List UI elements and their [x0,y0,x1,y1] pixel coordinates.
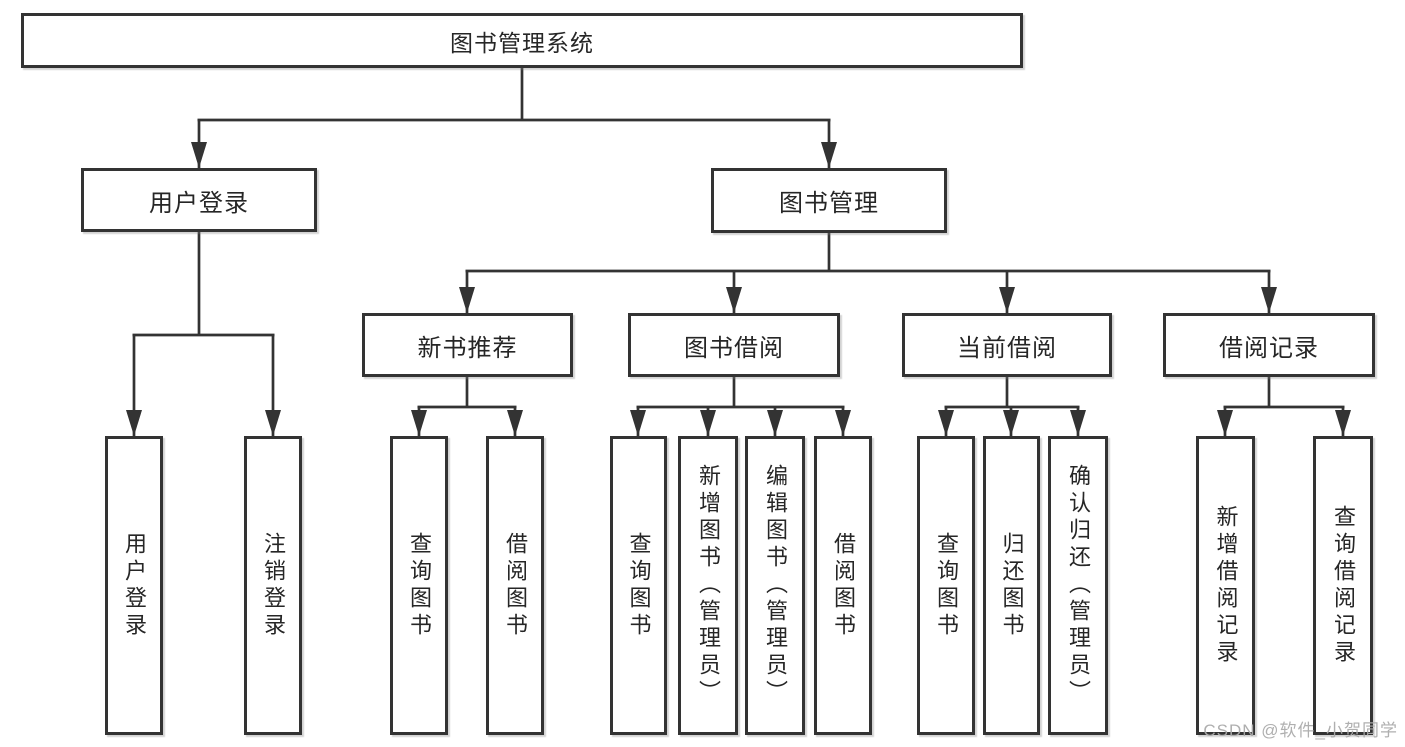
connector-book-borrow [630,377,851,436]
leaf-logout: 注销登录 [244,436,302,735]
node-user-login-branch: 用户登录 [81,168,317,232]
leaf-label: 查询图书 [626,531,652,640]
node-borrow-record: 借阅记录 [1163,313,1375,377]
node-current-borrow: 当前借阅 [902,313,1112,377]
node-book-management-branch: 图书管理 [711,168,947,233]
leaf-user-login: 用户登录 [105,436,163,735]
connector-new-book-recommend [411,377,523,436]
leaf-label: 用户登录 [122,531,147,640]
leaf-label: 归还图书 [999,531,1025,640]
node-library-management-system: 图书管理系统 [21,13,1023,68]
leaf-current-return-books: 归还图书 [983,436,1040,735]
leaf-borrow-query-books: 查询图书 [610,436,667,735]
leaf-current-confirm-return-admin: 确认归还（管理员） [1048,436,1108,735]
leaf-label: 借阅图书 [831,531,856,640]
leaf-label: 新增图书（管理员） [696,464,721,707]
node-label: 图书管理 [779,190,879,217]
node-label: 图书管理系统 [450,29,594,56]
leaf-newbook-query-books: 查询图书 [390,436,448,735]
node-label: 用户登录 [149,189,249,217]
leaf-label: 确认归还（管理员） [1066,464,1091,707]
leaf-label: 查询图书 [407,531,432,640]
connector-user-login [126,232,281,436]
node-book-borrow: 图书借阅 [628,313,840,377]
node-label: 图书借阅 [684,334,784,362]
connector-current-borrow [938,377,1086,436]
connector-root [191,68,837,168]
connector-book-management [459,233,1277,313]
node-new-book-recommend: 新书推荐 [362,313,573,377]
node-label: 当前借阅 [957,334,1057,362]
leaf-record-query: 查询借阅记录 [1313,436,1373,735]
leaf-label: 编辑图书（管理员） [763,464,788,707]
leaf-current-query-books: 查询图书 [917,436,975,735]
leaf-label: 借阅图书 [503,531,528,640]
leaf-borrow-edit-books-admin: 编辑图书（管理员） [745,436,805,735]
leaf-label: 新增借阅记录 [1213,504,1239,667]
node-label: 新书推荐 [417,334,518,362]
csdn-watermark: CSDN @软件_小贺同学 [1203,721,1398,740]
leaf-borrow-borrow-books: 借阅图书 [814,436,872,735]
leaf-label: 查询图书 [934,531,959,640]
leaf-record-add: 新增借阅记录 [1196,436,1255,735]
leaf-newbook-borrow-books: 借阅图书 [486,436,544,735]
leaf-label: 查询借阅记录 [1331,504,1356,667]
leaf-borrow-add-books-admin: 新增图书（管理员） [678,436,738,735]
node-label: 借阅记录 [1219,334,1319,362]
connector-borrow-record [1217,377,1351,436]
leaf-label: 注销登录 [261,531,286,640]
